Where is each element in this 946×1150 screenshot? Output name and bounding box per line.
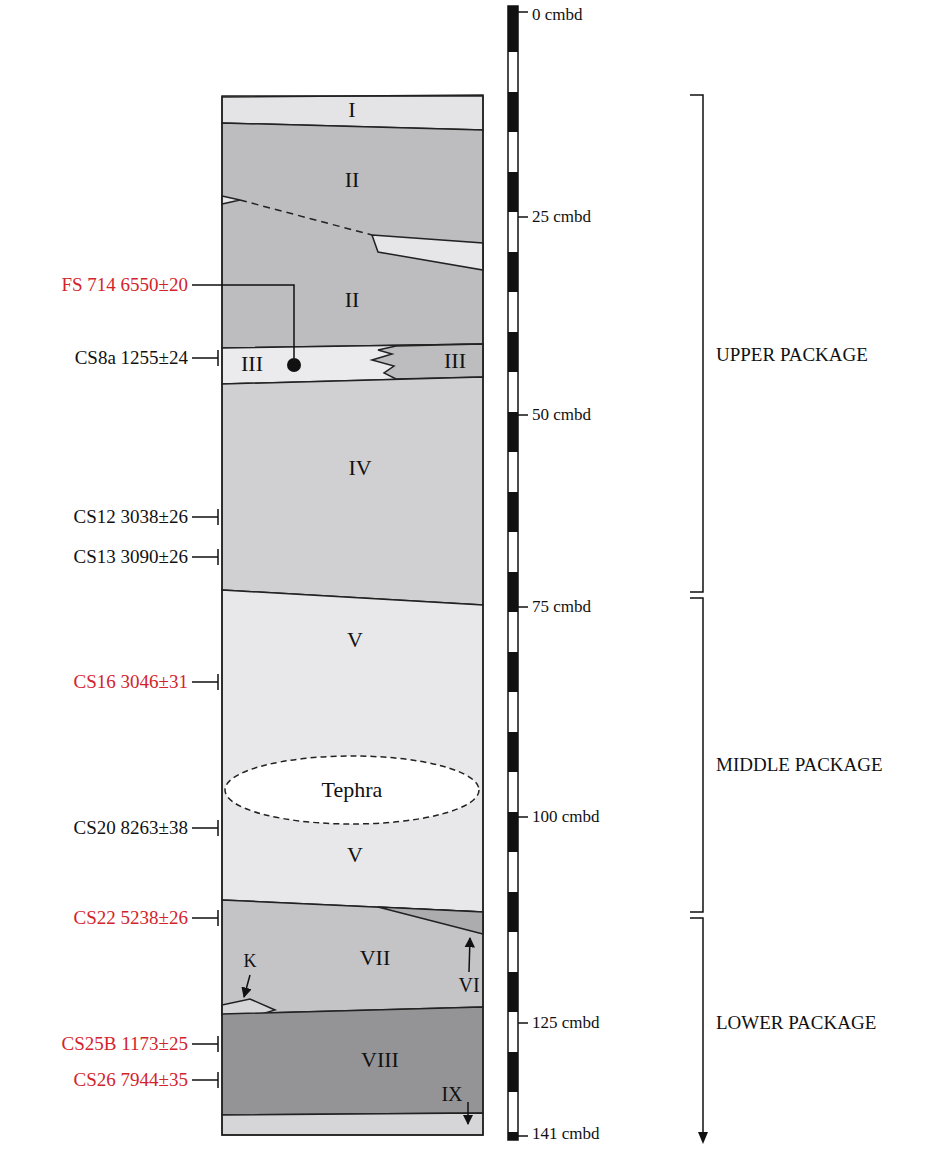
depth-label: 100 cmbd: [532, 808, 600, 827]
unit-label: II: [345, 168, 360, 192]
bracket-arrowhead: [698, 1132, 708, 1144]
unit-iv: [222, 377, 483, 605]
scale-segment: [508, 332, 518, 372]
scale-segment: [508, 6, 518, 12]
scale-segment: [508, 892, 518, 932]
scale-segment: [508, 572, 518, 612]
lens-left: [222, 196, 240, 204]
leader-line: [192, 1072, 218, 1088]
unit-label: VI: [458, 974, 479, 996]
scale-segment: [508, 172, 518, 212]
package-label: UPPER PACKAGE: [716, 345, 868, 366]
sample-date: CS26 7944±35: [74, 1070, 188, 1091]
scale-segment: [508, 732, 518, 772]
tephra-ellipse: [225, 756, 479, 824]
unit-ix: [222, 1113, 483, 1135]
unit-label: III: [241, 352, 263, 376]
scale-segment: [508, 492, 518, 532]
pointer-arrow: [467, 1102, 469, 1124]
scale-segment: [508, 1052, 518, 1092]
sample-date: FS 714 6550±20: [61, 275, 188, 296]
package-bracket: [690, 918, 703, 1134]
scale-segment: [508, 1132, 518, 1140]
leader-line: [192, 509, 218, 525]
sample-date: CS8a 1255±24: [75, 348, 188, 369]
unit-label: Tephra: [322, 778, 383, 802]
stratum-band: IV: [222, 380, 483, 595]
package-label: MIDDLE PACKAGE: [716, 755, 883, 776]
scale-segment: [508, 92, 518, 132]
depth-label: 125 cmbd: [532, 1014, 600, 1033]
unit-viii: [222, 1007, 483, 1115]
leader-line: [192, 549, 218, 565]
sample-date: CS25B 1173±25: [62, 1034, 188, 1055]
sample-date: CS13 3090±26: [74, 547, 188, 568]
unit-vii: [222, 900, 483, 1014]
scale-tick: [518, 606, 528, 608]
depth-label: 50 cmbd: [532, 406, 591, 425]
scale-tick: [518, 1135, 528, 1137]
depth-label: 75 cmbd: [532, 598, 591, 617]
package-bracket: [690, 598, 703, 912]
unit-label: V: [347, 843, 363, 867]
leader-line: [192, 350, 218, 366]
unit-label: II: [345, 288, 360, 312]
sample-dot: [287, 358, 301, 372]
leader-line: [192, 285, 294, 358]
depth-label: 25 cmbd: [532, 208, 591, 227]
sample-date: CS16 3046±31: [74, 672, 188, 693]
unit-label: I: [348, 98, 355, 122]
stratum-band: I: [222, 97, 483, 124]
scale-segment: [508, 412, 518, 452]
stratum-lens: K: [222, 948, 282, 1016]
unit-label: III: [444, 349, 466, 373]
unit-label: K: [244, 952, 257, 972]
unit-v: [222, 590, 483, 912]
stratum-band: V V Tephra: [222, 595, 483, 905]
scale-tick: [518, 816, 528, 818]
tephra-lens: Tephra: [224, 755, 480, 825]
scale-frame: [508, 6, 518, 1140]
pointer-arrow: [469, 938, 470, 972]
pointer-arrow: [244, 975, 250, 997]
leader-line: [192, 674, 218, 690]
leader-line: [192, 820, 218, 836]
scale-segment: [508, 972, 518, 1012]
leader-line: [192, 910, 218, 926]
unit-vi-wedge: [378, 907, 483, 934]
stratum-band: VII VI K: [222, 905, 483, 1010]
scale-tick: [518, 216, 528, 218]
stratum-band: II II: [222, 124, 483, 346]
scale-tick: [518, 1022, 528, 1024]
column-outline: [222, 96, 483, 1135]
unit-iii-dark: [372, 344, 483, 379]
stratum-band: IX: [222, 1113, 483, 1135]
package-bracket: [690, 95, 703, 592]
unit-label: IV: [348, 456, 371, 480]
scale-bar: [508, 6, 528, 1140]
lens-right: [372, 235, 483, 270]
scale-segment: [508, 812, 518, 852]
unit-label: V: [347, 628, 363, 652]
sample-date: CS20 8263±38: [74, 818, 188, 839]
sample-date: CS22 5238±26: [74, 908, 188, 929]
leader-line: [192, 1036, 218, 1052]
unit-ii: [222, 123, 483, 348]
unit-label: IX: [441, 1083, 462, 1105]
dashed-contact: [240, 200, 372, 235]
depth-label: 141 cmbd: [532, 1125, 600, 1144]
stratum-wedge: VI: [378, 908, 483, 1000]
unit-label: VII: [360, 946, 391, 970]
depth-label: 0 cmbd: [532, 6, 583, 25]
scale-tick: [518, 11, 528, 13]
scale-tick: [518, 414, 528, 416]
unit-label: VIII: [361, 1048, 399, 1072]
scale-segment: [508, 12, 518, 52]
sample-date: CS12 3038±26: [74, 507, 188, 528]
package-label: LOWER PACKAGE: [716, 1013, 876, 1034]
stratum-band: III III: [222, 346, 483, 380]
scale-segment: [508, 252, 518, 292]
scale-segment: [508, 652, 518, 692]
